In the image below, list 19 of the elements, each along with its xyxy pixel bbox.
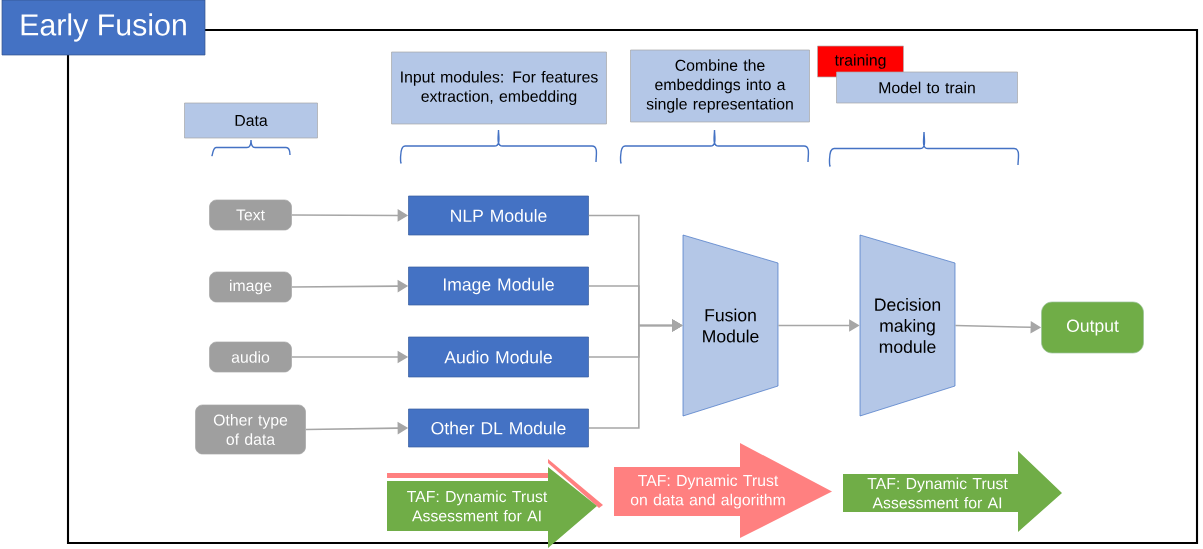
note-box: Input modules: For features extraction, embedding (391, 51, 607, 125)
data-box: audio (209, 341, 292, 373)
note-box: Model to train (836, 71, 1018, 104)
trapezoid-block: Decision making module (859, 234, 956, 417)
output-box: Output (1041, 301, 1144, 354)
trapezoid-block: Fusion Module (682, 234, 779, 417)
data-box: Other type of data (195, 404, 306, 455)
pointed-banner: TAF: Dynamic Trust Assessment for AI (843, 451, 1062, 532)
module-box: Image Module (408, 266, 589, 306)
module-box: Audio Module (408, 336, 589, 378)
module-box: NLP Module (408, 195, 589, 236)
note-box: Data (184, 102, 318, 139)
data-box: image (209, 271, 292, 303)
module-box: Other DL Module (408, 408, 589, 448)
data-box: Text (209, 199, 292, 231)
pointed-banner: TAF: Dynamic Trust on data and algorithm (614, 443, 832, 538)
note-box: Combine the embeddings into a single representation (630, 49, 810, 123)
title-box: Early Fusion (1, 0, 206, 56)
pointed-banner: TAF: Dynamic Trust Assessment for AI (387, 459, 603, 548)
